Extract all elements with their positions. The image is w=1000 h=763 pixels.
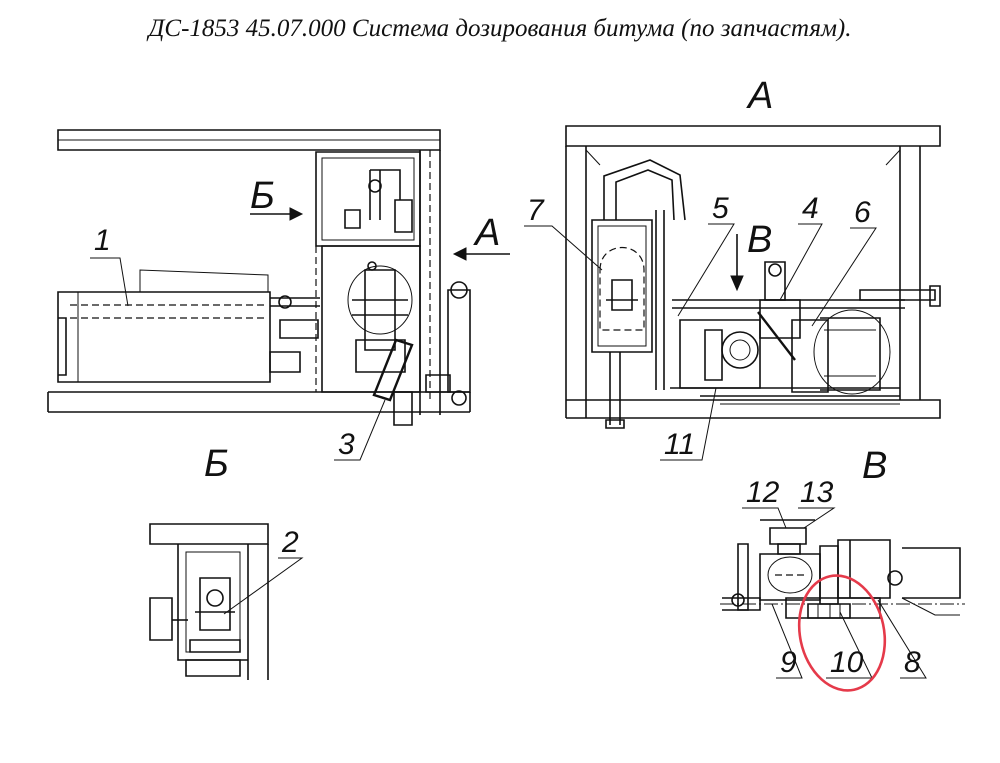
view-arrow-b: Б [250, 175, 304, 221]
callout-8: 8 [877, 599, 927, 679]
svg-text:7: 7 [527, 194, 545, 227]
view-arrow-a: А [452, 212, 510, 261]
section-v-view: В [720, 445, 965, 619]
highlight-ellipse-part-10 [797, 574, 887, 692]
svg-text:11: 11 [664, 428, 695, 461]
callout-6: 6 [811, 196, 877, 327]
svg-text:Б: Б [250, 175, 275, 217]
callout-1: 1 [90, 224, 129, 307]
callout-10: 10 [826, 611, 873, 679]
right-main-view: А [565, 75, 941, 429]
svg-text:В: В [747, 219, 772, 261]
svg-text:12: 12 [746, 476, 780, 509]
callout-3: 3 [334, 399, 386, 461]
svg-text:4: 4 [802, 192, 819, 225]
svg-text:А: А [473, 212, 500, 254]
svg-text:5: 5 [712, 192, 729, 225]
callout-13: 13 [798, 476, 836, 529]
svg-text:1: 1 [94, 224, 111, 257]
svg-text:8: 8 [904, 646, 921, 679]
svg-text:13: 13 [800, 476, 834, 509]
svg-text:10: 10 [830, 646, 864, 679]
view-v-header: В [862, 445, 887, 487]
section-b-view: Б [149, 443, 269, 680]
callout-2: 2 [223, 526, 304, 615]
svg-text:2: 2 [281, 526, 299, 559]
callout-4: 4 [779, 192, 823, 301]
view-a-header: А [746, 75, 773, 117]
left-main-view [47, 129, 471, 426]
callout-5: 5 [677, 192, 735, 317]
callout-9: 9 [771, 603, 803, 679]
view-b-header: Б [204, 443, 229, 485]
callout-7: 7 [524, 194, 603, 271]
svg-text:6: 6 [854, 196, 871, 229]
drawing-title: ДС-1853 45.07.000 Система дозирования би… [147, 15, 852, 42]
view-arrow-v: В [730, 219, 772, 292]
callout-12: 12 [742, 476, 787, 529]
callout-11: 11 [660, 387, 717, 461]
svg-text:9: 9 [780, 646, 797, 679]
svg-text:3: 3 [338, 428, 355, 461]
